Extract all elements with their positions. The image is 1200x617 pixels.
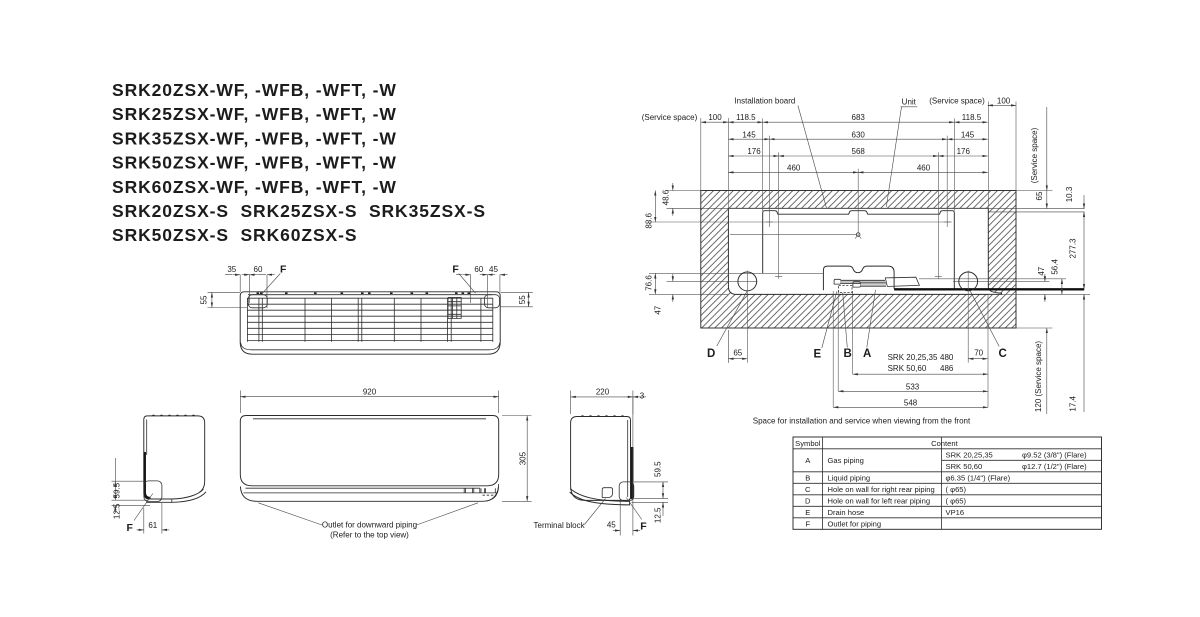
svg-text:60: 60: [254, 265, 263, 274]
svg-text:460: 460: [917, 164, 931, 173]
svg-text:47: 47: [653, 305, 662, 314]
svg-text:F: F: [127, 522, 134, 534]
svg-text:SRK50ZSX-S SRK60ZSX-S: SRK50ZSX-S SRK60ZSX-S: [112, 225, 357, 245]
svg-text:Unit: Unit: [902, 97, 917, 106]
svg-text:Gas piping: Gas piping: [828, 456, 864, 465]
svg-text:Symbol: Symbol: [795, 439, 821, 448]
svg-text:100: 100: [708, 113, 722, 122]
svg-text:φ6.35 (1/4") (Flare): φ6.35 (1/4") (Flare): [946, 474, 1011, 483]
svg-text:(Service space): (Service space): [642, 113, 698, 122]
svg-text:SRK50ZSX-WF, -WFB, -WFT, -W: SRK50ZSX-WF, -WFB, -WFT, -W: [112, 153, 397, 173]
svg-text:56.4: 56.4: [1050, 259, 1059, 275]
svg-text:176: 176: [957, 147, 971, 156]
svg-text:683: 683: [852, 113, 866, 122]
svg-text:SRK60ZSX-WF, -WFB, -WFT, -W: SRK60ZSX-WF, -WFB, -WFT, -W: [112, 177, 397, 197]
svg-text:(Refer to the top view): (Refer to the top view): [330, 531, 409, 540]
svg-text:48.6: 48.6: [661, 189, 670, 205]
svg-text:F: F: [640, 520, 647, 532]
svg-text:SRK35ZSX-WF, -WFB, -WFT, -W: SRK35ZSX-WF, -WFB, -WFT, -W: [112, 128, 397, 148]
svg-text:55: 55: [200, 295, 209, 304]
svg-text:88.6: 88.6: [644, 212, 653, 228]
svg-text:176: 176: [747, 147, 761, 156]
svg-text:Liquid piping: Liquid piping: [828, 474, 871, 483]
svg-text:φ12.7 (1/2") (Flare): φ12.7 (1/2") (Flare): [1022, 462, 1087, 471]
svg-text:(Service space): (Service space): [929, 96, 985, 105]
svg-text:59.5: 59.5: [112, 482, 121, 498]
svg-text:35: 35: [227, 265, 236, 274]
svg-text:Installation board: Installation board: [734, 96, 795, 105]
svg-text:F: F: [805, 520, 810, 529]
svg-text:A: A: [863, 348, 871, 360]
svg-text:60: 60: [474, 265, 483, 274]
svg-text:45: 45: [489, 265, 498, 274]
svg-text:D: D: [805, 497, 811, 506]
svg-text:VP16: VP16: [946, 508, 965, 517]
svg-text:145: 145: [742, 130, 756, 139]
svg-text:568: 568: [852, 147, 866, 156]
svg-text:( φ65): ( φ65): [946, 497, 967, 506]
svg-text:SRK25ZSX-WF, -WFB, -WFT, -W: SRK25ZSX-WF, -WFB, -WFT, -W: [112, 104, 397, 124]
svg-text:145: 145: [961, 130, 975, 139]
svg-text:220: 220: [596, 388, 610, 397]
svg-text:Hole on wall for right rear pi: Hole on wall for right rear piping: [828, 485, 935, 494]
svg-text:59.5: 59.5: [653, 461, 662, 477]
svg-text:460: 460: [787, 164, 801, 173]
svg-text:φ9.52 (3/8") (Flare): φ9.52 (3/8") (Flare): [1022, 451, 1087, 460]
svg-text:548: 548: [904, 398, 918, 407]
svg-text:305: 305: [518, 451, 527, 465]
svg-text:118.5: 118.5: [962, 113, 982, 122]
svg-text:F: F: [280, 264, 287, 276]
svg-text:118.5: 118.5: [736, 113, 756, 122]
svg-text:F: F: [452, 264, 459, 276]
svg-text:SRK 20,25,35: SRK 20,25,35: [946, 451, 993, 460]
svg-text:C: C: [805, 485, 811, 494]
svg-text:486: 486: [940, 364, 954, 373]
svg-text:Outlet for piping: Outlet for piping: [828, 520, 882, 529]
svg-text:120 (Service space): 120 (Service space): [1034, 341, 1043, 412]
svg-text:533: 533: [906, 382, 920, 391]
svg-text:12.5: 12.5: [653, 507, 662, 523]
svg-text:920: 920: [363, 387, 377, 396]
svg-text:47: 47: [1037, 266, 1046, 275]
svg-text:SRK20ZSX-S SRK25ZSX-S SRK35Z: SRK20ZSX-S SRK25ZSX-S SRK35ZSX-S: [112, 201, 486, 221]
svg-text:(Service space): (Service space): [1030, 127, 1039, 183]
svg-text:70: 70: [974, 348, 983, 357]
svg-text:D: D: [707, 348, 715, 360]
svg-text:Space for installation and ser: Space for installation and service when …: [753, 417, 971, 426]
svg-text:SRK 50,60: SRK 50,60: [946, 462, 983, 471]
svg-text:76.6: 76.6: [644, 275, 653, 291]
svg-text:E: E: [814, 349, 822, 361]
svg-text:61: 61: [148, 521, 157, 530]
svg-text:55: 55: [518, 295, 527, 304]
svg-text:100: 100: [997, 96, 1011, 105]
svg-text:3: 3: [640, 391, 645, 400]
svg-text:Outlet for downward piping: Outlet for downward piping: [322, 521, 417, 530]
svg-text:12.5: 12.5: [112, 503, 121, 519]
svg-text:( φ65): ( φ65): [946, 485, 967, 494]
svg-text:630: 630: [852, 130, 866, 139]
svg-text:Terminal block: Terminal block: [534, 521, 586, 530]
svg-text:Content: Content: [931, 439, 958, 448]
svg-text:277.3: 277.3: [1068, 238, 1077, 259]
svg-text:10.3: 10.3: [1065, 186, 1074, 202]
svg-text:C: C: [999, 348, 1007, 360]
svg-text:B: B: [805, 474, 810, 483]
svg-text:E: E: [805, 508, 810, 517]
svg-text:SRK 20,25,35: SRK 20,25,35: [888, 353, 938, 362]
svg-text:Drain hose: Drain hose: [828, 508, 865, 517]
svg-text:480: 480: [940, 353, 954, 362]
svg-text:SRK 50,60: SRK 50,60: [888, 364, 927, 373]
svg-text:65: 65: [733, 348, 742, 357]
svg-text:Hole on wall for left rear pip: Hole on wall for left rear piping: [828, 497, 931, 506]
svg-text:B: B: [844, 348, 852, 360]
svg-text:65: 65: [1035, 191, 1044, 200]
svg-text:17.4: 17.4: [1068, 395, 1077, 411]
svg-text:A: A: [805, 456, 811, 465]
svg-text:45: 45: [607, 521, 616, 530]
svg-text:SRK20ZSX-WF, -WFB, -WFT, -W: SRK20ZSX-WF, -WFB, -WFT, -W: [112, 80, 397, 100]
